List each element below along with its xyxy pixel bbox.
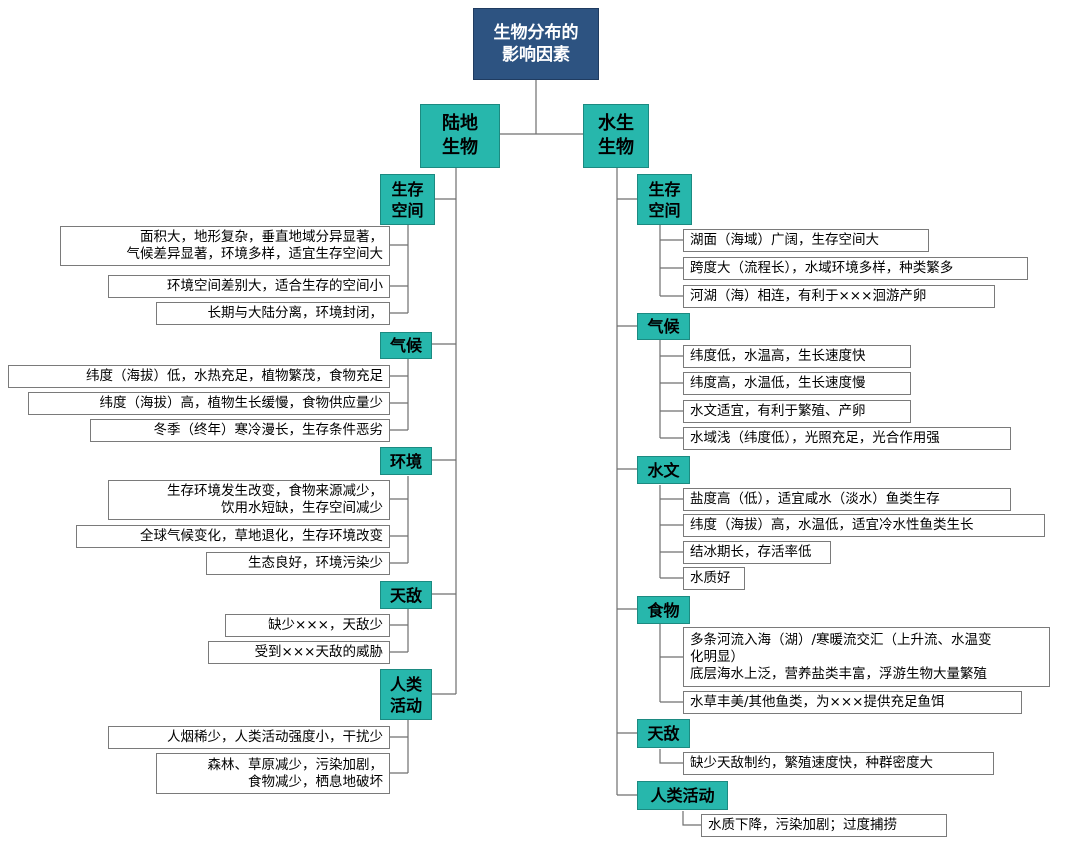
water-hydro-leaf-2: 纬度（海拔）高，水温低，适宜冷水性鱼类生长 — [683, 514, 1045, 537]
water-space-leaf-3-text: 河湖（海）相连，有利于×××洄游产卵 — [690, 288, 927, 304]
root-title: 生物分布的 影响因素 — [493, 23, 579, 65]
branch-land: 陆地 生物 — [420, 104, 500, 168]
water-pred-leaf-1: 缺少天敌制约，繁殖速度快，种群密度大 — [683, 752, 994, 775]
water-cat-food-title: 食物 — [647, 600, 680, 620]
water-climate-leaf-2: 纬度高，水温低，生长速度慢 — [683, 372, 911, 395]
branch-land-title: 陆地 生物 — [442, 113, 478, 158]
land-pred-leaf-2: 受到×××天敌的威胁 — [208, 641, 390, 664]
land-cat-environment-title: 环境 — [389, 451, 422, 471]
water-space-leaf-1-text: 湖面（海域）广阔，生存空间大 — [690, 232, 879, 248]
land-human-leaf-2: 森林、草原减少，污染加剧， 食物减少，栖息地破坏 — [156, 753, 390, 794]
land-cat-climate-title: 气候 — [389, 336, 422, 355]
land-space-leaf-1: 面积大，地形复杂，垂直地域分异显著， 气候差异显著，环境多样，适宜生存空间大 — [60, 226, 390, 266]
water-cat-food: 食物 — [637, 596, 690, 624]
water-space-leaf-1: 湖面（海域）广阔，生存空间大 — [683, 229, 929, 252]
land-space-leaf-1-text: 面积大，地形复杂，垂直地域分异显著， 气候差异显著，环境多样，适宜生存空间大 — [126, 229, 384, 262]
land-env-leaf-1: 生存环境发生改变，食物来源减少， 饮用水短缺，生存空间减少 — [108, 480, 390, 520]
water-climate-leaf-4-text: 水域浅（纬度低），光照充足，光合作用强 — [690, 430, 940, 446]
land-climate-leaf-1: 纬度（海拔）低，水热充足，植物繁茂，食物充足 — [8, 365, 390, 388]
water-hydro-leaf-4: 水质好 — [683, 567, 745, 590]
water-pred-leaf-1-text: 缺少天敌制约，繁殖速度快，种群密度大 — [690, 755, 933, 771]
water-climate-leaf-2-text: 纬度高，水温低，生长速度慢 — [690, 375, 866, 391]
water-hydro-leaf-3: 结冰期长，存活率低 — [683, 541, 831, 564]
land-climate-leaf-2: 纬度（海拔）高，植物生长缓慢，食物供应量少 — [28, 392, 390, 415]
land-space-leaf-3: 长期与大陆分离，环境封闭， — [156, 302, 390, 325]
water-food-leaf-2: 水草丰美/其他鱼类，为×××提供充足鱼饵 — [683, 691, 1022, 714]
water-cat-predators-title: 天敌 — [647, 724, 680, 743]
land-cat-predators: 天敌 — [380, 581, 432, 609]
land-climate-leaf-3-text: 冬季（终年）寒冷漫长，生存条件恶劣 — [153, 422, 384, 438]
water-space-leaf-3: 河湖（海）相连，有利于×××洄游产卵 — [683, 285, 995, 308]
land-climate-leaf-1-text: 纬度（海拔）低，水热充足，植物繁茂，食物充足 — [86, 368, 383, 384]
water-climate-leaf-4: 水域浅（纬度低），光照充足，光合作用强 — [683, 427, 1011, 450]
water-cat-climate: 气候 — [637, 313, 690, 340]
land-env-leaf-3-text: 生态良好，环境污染少 — [248, 555, 383, 571]
water-cat-hydrology: 水文 — [637, 456, 690, 484]
water-climate-leaf-1-text: 纬度低，水温高，生长速度快 — [690, 348, 866, 364]
land-cat-climate: 气候 — [380, 332, 432, 359]
land-env-leaf-2-text: 全球气候变化，草地退化，生存环境改变 — [140, 528, 383, 544]
water-hydro-leaf-3-text: 结冰期长，存活率低 — [690, 544, 812, 560]
branch-water-title: 水生 生物 — [598, 113, 634, 158]
water-hydro-leaf-1-text: 盐度高（低），适宜咸水（淡水）鱼类生存 — [690, 491, 940, 507]
land-env-leaf-1-text: 生存环境发生改变，食物来源减少， 饮用水短缺，生存空间减少 — [167, 483, 383, 516]
water-human-leaf-1-text: 水质下降，污染加剧；过度捕捞 — [708, 817, 897, 833]
land-pred-leaf-1-text: 缺少×××，天敌少 — [268, 617, 383, 633]
land-human-leaf-1-text: 人烟稀少，人类活动强度小，干扰少 — [167, 729, 383, 745]
water-food-leaf-1: 多条河流入海（湖）/寒暖流交汇（上升流、水温变 化明显） 底层海水上泛，营养盐类… — [683, 627, 1050, 687]
water-space-leaf-2: 跨度大（流程长），水域环境多样，种类繁多 — [683, 257, 1028, 280]
water-hydro-leaf-1: 盐度高（低），适宜咸水（淡水）鱼类生存 — [683, 488, 1011, 511]
water-cat-human: 人类活动 — [637, 781, 728, 810]
water-hydro-leaf-4-text: 水质好 — [690, 570, 731, 586]
branch-water: 水生 生物 — [583, 104, 649, 168]
water-cat-space-title: 生存 空间 — [648, 179, 681, 220]
land-climate-leaf-2-text: 纬度（海拔）高，植物生长缓慢，食物供应量少 — [99, 395, 384, 411]
water-cat-space: 生存 空间 — [637, 174, 692, 225]
land-cat-environment: 环境 — [380, 447, 432, 475]
water-cat-hydrology-title: 水文 — [647, 460, 680, 480]
water-human-leaf-1: 水质下降，污染加剧；过度捕捞 — [701, 814, 947, 837]
land-pred-leaf-2-text: 受到×××天敌的威胁 — [254, 644, 383, 660]
land-space-leaf-2: 环境空间差别大，适合生存的空间小 — [108, 275, 390, 298]
water-cat-climate-title: 气候 — [647, 317, 680, 336]
land-space-leaf-2-text: 环境空间差别大，适合生存的空间小 — [167, 278, 383, 294]
land-cat-space-title: 生存 空间 — [391, 179, 424, 220]
water-climate-leaf-1: 纬度低，水温高，生长速度快 — [683, 345, 911, 368]
water-climate-leaf-3: 水文适宜，有利于繁殖、产卵 — [683, 400, 911, 423]
water-space-leaf-2-text: 跨度大（流程长），水域环境多样，种类繁多 — [690, 260, 954, 276]
water-food-leaf-1-text: 多条河流入海（湖）/寒暖流交汇（上升流、水温变 化明显） 底层海水上泛，营养盐类… — [690, 631, 992, 682]
water-climate-leaf-3-text: 水文适宜，有利于繁殖、产卵 — [690, 403, 866, 419]
root-node: 生物分布的 影响因素 — [473, 8, 599, 80]
land-pred-leaf-1: 缺少×××，天敌少 — [225, 614, 390, 637]
water-hydro-leaf-2-text: 纬度（海拔）高，水温低，适宜冷水性鱼类生长 — [690, 517, 974, 533]
land-human-leaf-2-text: 森林、草原减少，污染加剧， 食物减少，栖息地破坏 — [207, 756, 384, 790]
land-climate-leaf-3: 冬季（终年）寒冷漫长，生存条件恶劣 — [90, 419, 390, 442]
land-env-leaf-3: 生态良好，环境污染少 — [206, 552, 390, 575]
water-cat-predators: 天敌 — [637, 719, 690, 748]
land-space-leaf-3-text: 长期与大陆分离，环境封闭， — [207, 305, 384, 321]
land-cat-space: 生存 空间 — [380, 174, 435, 225]
land-human-leaf-1: 人烟稀少，人类活动强度小，干扰少 — [108, 726, 390, 749]
land-cat-human: 人类 活动 — [380, 669, 432, 720]
land-cat-human-title: 人类 活动 — [389, 674, 422, 715]
land-cat-predators-title: 天敌 — [389, 585, 422, 605]
land-env-leaf-2: 全球气候变化，草地退化，生存环境改变 — [76, 525, 390, 548]
water-cat-human-title: 人类活动 — [650, 786, 715, 805]
water-food-leaf-2-text: 水草丰美/其他鱼类，为×××提供充足鱼饵 — [690, 694, 945, 710]
